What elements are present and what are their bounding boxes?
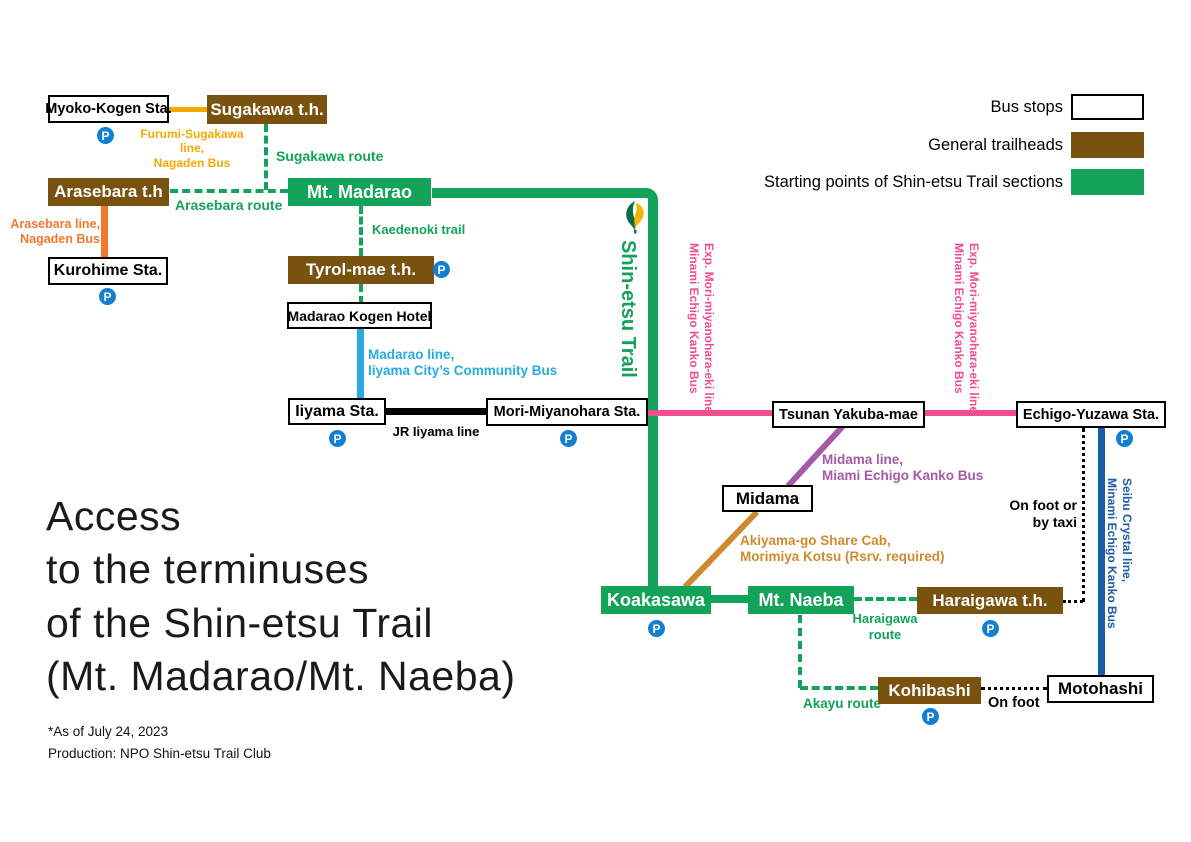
node-label: Sugakawa t.h. (210, 99, 324, 119)
parking-glyph: P (333, 431, 342, 446)
sugakawa-route-line (264, 124, 268, 190)
node-label: Iiyama Sta. (295, 402, 379, 420)
parking-glyph: P (437, 262, 446, 277)
label-exp-mori-line-east: Exp. Mori-miyanohara-eki line, Minami Ec… (952, 243, 981, 417)
legend-general-trailheads-label: General trailheads (928, 136, 1063, 154)
node-label: Arasebara t.h (54, 182, 163, 201)
node-label: Tyrol-mae t.h. (305, 260, 417, 279)
node-haraigawa-th: Haraigawa t.h. (917, 587, 1063, 614)
node-tyrol-mae-th: Tyrol-mae t.h. (288, 256, 434, 284)
label-arasebara-line: Arasebara line, Nagaden Bus (10, 217, 100, 246)
node-label: Mt. Naeba (758, 589, 844, 610)
node-label: Tsunan Yakuba-mae (779, 406, 918, 423)
parking-icon: P (922, 708, 939, 725)
note-production: Production: NPO Shin-etsu Trail Club (48, 746, 271, 761)
node-mori-miyanohara-sta: Mori-Miyanohara Sta. (486, 398, 648, 426)
node-label: Madarao Kogen Hotel (287, 307, 432, 324)
label-furumi-sugakawa-line: Furumi-Sugakawa line, Nagaden Bus (140, 127, 244, 170)
kaedenoki-trail-line (359, 206, 363, 256)
label-shinetsu-trail: Shin-etsu Trail (617, 240, 639, 378)
node-koakasawa: Koakasawa (601, 586, 711, 614)
arasebara-route-line (170, 189, 288, 193)
node-arasebara-th: Arasebara t.h (48, 178, 169, 206)
akayu-route-line-vertical (798, 615, 802, 688)
node-label: Myoko-Kogen Sta. (45, 101, 172, 117)
node-label: Koakasawa (606, 589, 706, 610)
parking-icon: P (982, 620, 999, 637)
node-kohibashi: Kohibashi (878, 677, 981, 704)
on-foot-taxi-line-horizontal (1063, 600, 1083, 603)
node-madarao-kogen-hotel: Madarao Kogen Hotel (287, 302, 432, 329)
legend-bus-stops-label: Bus stops (990, 98, 1063, 116)
trail-connector-koakasawa-naeba (700, 595, 755, 603)
label-arasebara-route: Arasebara route (175, 197, 283, 213)
parking-icon: P (433, 261, 450, 278)
node-label: Echigo-Yuzawa Sta. (1022, 406, 1160, 423)
node-tsunan-yakuba-mae: Tsunan Yakuba-mae (772, 401, 925, 428)
furumi-sugakawa-line (168, 107, 207, 112)
on-foot-line (981, 687, 1047, 690)
node-sugakawa-th: Sugakawa t.h. (207, 95, 327, 124)
parking-icon: P (648, 620, 665, 637)
node-label: Mori-Miyanohara Sta. (493, 404, 641, 420)
label-kaedenoki-trail: Kaedenoki trail (372, 222, 466, 237)
node-label: Midama (735, 488, 800, 508)
node-mt-naeba: Mt. Naeba (748, 586, 854, 614)
node-label: Haraigawa t.h. (932, 590, 1048, 610)
legend-bus-stop-swatch (1071, 94, 1144, 120)
label-seibu-crystal-line: Seibu Crystal line, Minami Echigo Kanko … (1105, 478, 1134, 629)
arasebara-bus-line (101, 205, 108, 257)
label-haraigawa-route: Haraigawa route (852, 611, 918, 642)
label-jr-iiyama-line: JR Iiyama line (392, 424, 480, 439)
label-exp-mori-line-west: Exp. Mori-miyanohara-eki line, Minami Ec… (687, 243, 716, 417)
label-on-foot: On foot (988, 695, 1040, 711)
label-akiyama-share-cab: Akiyama-go Share Cab, Morimiya Kotsu (Rs… (740, 533, 945, 565)
node-motohashi: Motohashi (1047, 675, 1154, 703)
parking-icon: P (560, 430, 577, 447)
node-mt-madarao: Mt. Madarao (288, 178, 431, 206)
on-foot-taxi-line-vertical (1082, 428, 1085, 602)
label-on-foot-or-taxi: On foot or by taxi (1009, 497, 1077, 530)
node-kurohime-sta: Kurohime Sta. (48, 257, 168, 285)
note-as-of-date: *As of July 24, 2023 (48, 724, 169, 739)
legend-trail-section-swatch (1071, 169, 1144, 195)
haraigawa-route-line (854, 597, 917, 601)
parking-glyph: P (103, 289, 112, 304)
parking-glyph: P (986, 621, 995, 636)
node-label: Kohibashi (888, 680, 971, 700)
madarao-community-bus-line (357, 328, 364, 400)
legend-trailhead-swatch (1071, 132, 1144, 158)
shinetsu-trail-line (432, 188, 658, 587)
shinetsu-trail-logo-icon (626, 201, 644, 234)
node-label: Kurohime Sta. (53, 262, 163, 279)
akayu-route-line-horizontal (800, 686, 878, 690)
label-midama-line: Midama line, Miami Echigo Kanko Bus (822, 452, 984, 484)
parking-icon: P (99, 288, 116, 305)
node-myoko-kogen-sta: Myoko-Kogen Sta. (45, 95, 172, 123)
tyrol-hotel-link-line (359, 284, 363, 304)
parking-glyph: P (101, 128, 110, 143)
node-iiyama-sta: Iiyama Sta. (288, 398, 386, 425)
parking-glyph: P (926, 709, 935, 724)
parking-icon: P (97, 127, 114, 144)
label-sugakawa-route: Sugakawa route (276, 148, 384, 164)
node-label: Motohashi (1058, 679, 1143, 698)
label-madarao-line: Madarao line, Iiyama City’s Community Bu… (368, 347, 558, 379)
exp-mori-bus-line-east (920, 410, 1020, 416)
parking-icon: P (1116, 430, 1133, 447)
parking-glyph: P (1120, 431, 1129, 446)
label-akayu-route: Akayu route (803, 696, 882, 711)
jr-iiyama-line (386, 408, 487, 415)
parking-glyph: P (564, 431, 573, 446)
node-midama: Midama (722, 485, 813, 512)
page-title: Access to the terminuses of the Shin-ets… (46, 493, 516, 699)
node-echigo-yuzawa-sta: Echigo-Yuzawa Sta. (1016, 401, 1166, 428)
node-label: Mt. Madarao (306, 181, 412, 202)
parking-glyph: P (652, 621, 661, 636)
parking-icon: P (329, 430, 346, 447)
exp-mori-bus-line-west (645, 410, 775, 416)
legend-trail-sections-label: Starting points of Shin-etsu Trail secti… (764, 173, 1063, 191)
seibu-crystal-line (1098, 428, 1105, 676)
